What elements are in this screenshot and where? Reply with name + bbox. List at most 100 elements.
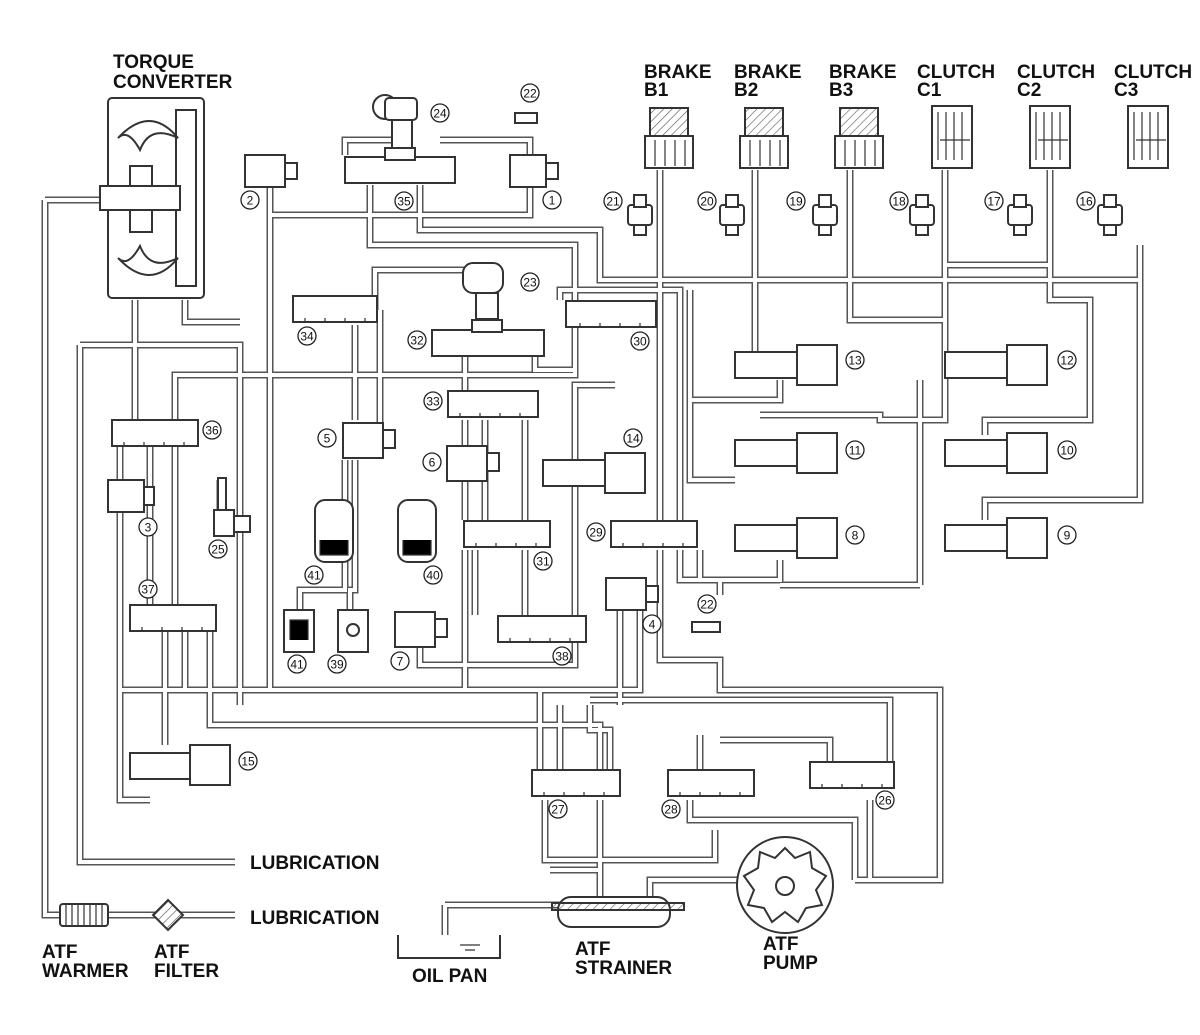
component-number-37: 37 xyxy=(138,579,158,599)
solenoid-3 xyxy=(107,479,155,513)
shift-valve-8 xyxy=(734,517,838,559)
component-number-12: 12 xyxy=(1057,350,1077,370)
component-number-30: 30 xyxy=(630,331,650,351)
component-number-9: 9 xyxy=(1057,525,1077,545)
component-number-text: 2 xyxy=(247,194,254,208)
component-number-text: 39 xyxy=(330,658,344,672)
component-number-22: 22 xyxy=(697,594,717,614)
valve-26 xyxy=(809,761,895,789)
valve-components xyxy=(107,94,1048,797)
component-number-text: 9 xyxy=(1064,529,1071,543)
component-number-text: 15 xyxy=(241,755,255,769)
component-number-28: 28 xyxy=(661,799,681,819)
component-number-text: 6 xyxy=(429,456,436,470)
component-number-4: 4 xyxy=(642,614,662,634)
component-number-text: 11 xyxy=(849,444,862,458)
component-number-text: 12 xyxy=(1060,354,1074,368)
valve-32 xyxy=(431,319,545,357)
component-number-text: 23 xyxy=(523,276,537,290)
oil-pan-label: OIL PAN xyxy=(412,966,487,987)
atf-warmer xyxy=(59,903,109,927)
component-number-34: 34 xyxy=(297,326,317,346)
atf-pump xyxy=(736,836,834,934)
clutch-c2 xyxy=(1029,105,1071,169)
valve-25 xyxy=(213,477,251,537)
linear-solenoid-23 xyxy=(462,262,504,320)
component-number-text: 41 xyxy=(307,569,321,583)
component-number-text: 40 xyxy=(426,569,440,583)
component-number-text: 27 xyxy=(551,803,565,817)
component-number-text: 19 xyxy=(789,195,803,209)
solenoid-2 xyxy=(244,154,298,188)
component-number-text: 30 xyxy=(633,335,647,349)
component-number-text: 38 xyxy=(555,650,569,664)
brake-b1 xyxy=(644,107,694,169)
valve-port-markers xyxy=(123,318,883,796)
component-number-22: 22 xyxy=(520,83,540,103)
lubrication-label-1: LUBRICATION xyxy=(250,853,379,874)
component-number-text: 28 xyxy=(664,803,678,817)
component-number-text: 4 xyxy=(649,618,656,632)
component-number-8: 8 xyxy=(845,525,865,545)
component-number-6: 6 xyxy=(422,452,442,472)
shift-valve-15 xyxy=(129,744,231,786)
component-number-text: 1 xyxy=(549,194,556,208)
oil-pan xyxy=(397,935,501,959)
component-number-24: 24 xyxy=(430,103,450,123)
component-number-18: 18 xyxy=(889,191,909,211)
torque-converter xyxy=(99,97,205,299)
component-number-41: 41 xyxy=(287,654,307,674)
valve-31 xyxy=(463,520,551,548)
shift-valve-9 xyxy=(944,517,1048,559)
component-number-text: 13 xyxy=(848,354,862,368)
component-number-text: 17 xyxy=(987,195,1001,209)
clutch-c1 xyxy=(931,105,973,169)
valve-28 xyxy=(667,769,755,797)
component-number-2: 2 xyxy=(240,190,260,210)
shift-valve-14 xyxy=(542,452,646,494)
component-number-13: 13 xyxy=(845,350,865,370)
component-number-32: 32 xyxy=(407,330,427,350)
component-number-33: 33 xyxy=(423,391,443,411)
component-number-38: 38 xyxy=(552,646,572,666)
valve-37 xyxy=(129,604,217,632)
valve-33 xyxy=(447,390,539,418)
component-number-15: 15 xyxy=(238,751,258,771)
component-number-3: 3 xyxy=(138,517,158,537)
damper-19 xyxy=(812,194,838,236)
component-number-text: 3 xyxy=(145,521,152,535)
solenoid-1 xyxy=(509,154,559,188)
component-number-text: 26 xyxy=(878,794,892,808)
solenoid-6 xyxy=(446,445,500,482)
valve-34 xyxy=(292,295,378,323)
component-number-text: 32 xyxy=(410,334,424,348)
damper-16 xyxy=(1097,194,1123,236)
component-number-17: 17 xyxy=(984,191,1004,211)
component-number-text: 31 xyxy=(536,555,550,569)
lubrication-label-2: LUBRICATION xyxy=(250,908,379,929)
damper-18 xyxy=(909,194,935,236)
component-number-text: 20 xyxy=(700,195,714,209)
component-number-31: 31 xyxy=(533,551,553,571)
component-number-text: 5 xyxy=(324,432,331,446)
component-number-text: 21 xyxy=(606,195,620,209)
component-number-text: 10 xyxy=(1060,444,1074,458)
component-number-23: 23 xyxy=(520,272,540,292)
damper-17 xyxy=(1007,194,1033,236)
solenoid-4 xyxy=(605,577,659,611)
component-number-text: 41 xyxy=(290,658,304,672)
component-number-text: 37 xyxy=(141,583,155,597)
clutch-c3 xyxy=(1127,105,1169,169)
dampers-16-21 xyxy=(627,194,1123,236)
shift-valve-10 xyxy=(944,432,1048,474)
component-number-1: 1 xyxy=(542,190,562,210)
brake-b2 xyxy=(739,107,789,169)
